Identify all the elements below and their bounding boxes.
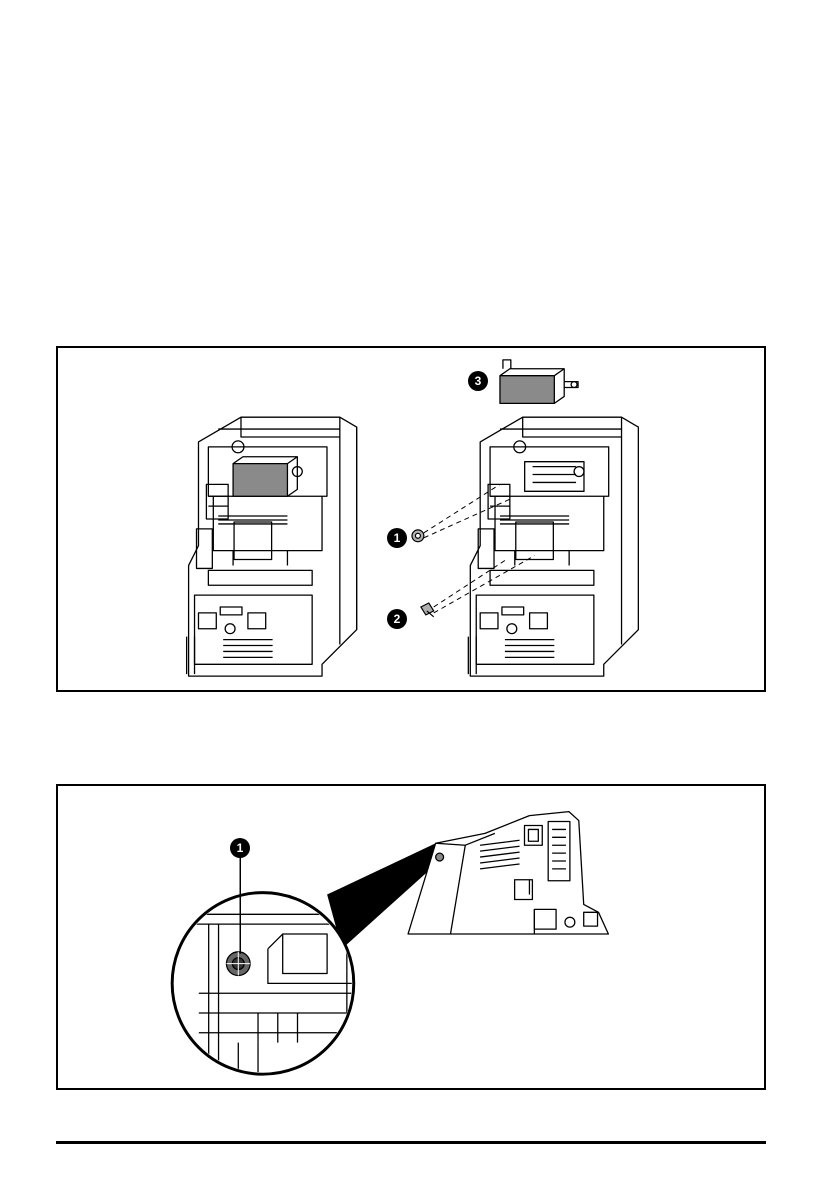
callout-2: 2 xyxy=(387,609,407,629)
drive-detail-view xyxy=(408,812,608,934)
magnifier-detail xyxy=(169,893,357,1082)
figure-1-module-installation: 1 2 3 xyxy=(56,346,766,692)
footer-rule xyxy=(56,1141,766,1144)
figure-2-module-detail: 1 xyxy=(56,784,766,1090)
figure-1-illustration xyxy=(58,348,764,690)
callout-3: 3 xyxy=(468,371,488,391)
drive-right-without-module xyxy=(468,417,638,676)
drive-left-with-module xyxy=(187,417,357,676)
callout-1-detail: 1 xyxy=(230,838,250,858)
figure-2-illustration xyxy=(58,786,764,1088)
module-removed xyxy=(500,360,578,403)
screw-part xyxy=(421,603,434,615)
callout-1: 1 xyxy=(387,528,407,548)
